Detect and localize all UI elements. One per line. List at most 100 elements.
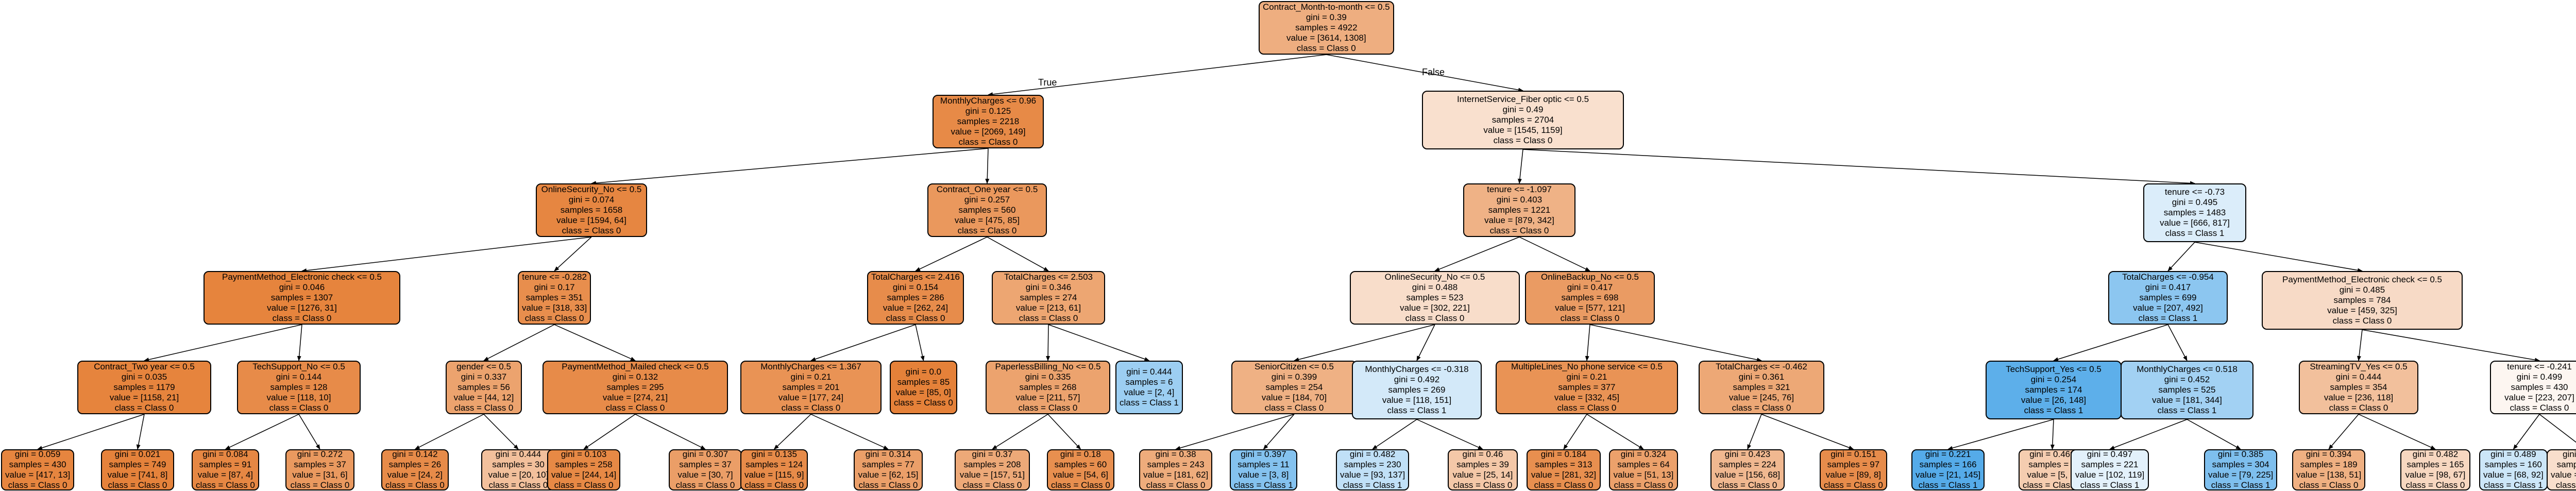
tree-edge-n23-n43 <box>1175 414 1295 450</box>
tree-edge-n11-n23 <box>1294 324 1435 362</box>
tree-edge-n28-n53 <box>2109 419 2188 450</box>
tree-node-text: gini = 0.337 <box>461 372 507 382</box>
tree-node-text: samples = 2704 <box>1492 115 1554 125</box>
tree-node-text: samples = 224 <box>1719 460 1776 469</box>
tree-node-text: class = Class 0 <box>781 403 841 413</box>
tree-edge-n18-n37 <box>583 414 636 450</box>
tree-node-text: value = [281, 32] <box>1531 470 1597 480</box>
tree-node-text: gini = 0.346 <box>1025 282 1072 292</box>
tree-node-text: class = Class 0 <box>488 480 548 490</box>
tree-edge-n4-n10 <box>987 236 1049 272</box>
tree-node-text: gini = 0.495 <box>2172 197 2218 207</box>
tree-node-text: samples = 166 <box>1919 460 1977 469</box>
tree-node-text: TechSupport_No <= 0.5 <box>252 362 345 371</box>
tree-node-text: gini = 0.489 <box>2490 449 2536 459</box>
tree-node-text: value = [577, 121] <box>1555 303 1625 313</box>
tree-node-text: value = [115, 9] <box>744 470 804 480</box>
tree-node-text: value = [98, 67] <box>2405 470 2466 480</box>
tree-node-text: class = Class 1 <box>1234 480 1293 490</box>
tree-edge-n2-n6 <box>1522 149 2195 185</box>
tree-node-text: class = Class 0 <box>1453 480 1513 490</box>
tree-node-text: class = Class 0 <box>290 480 350 490</box>
tree-edge-n21-n41 <box>992 414 1048 450</box>
tree-edge-n26-n50 <box>1761 414 1854 450</box>
tree-edge-n9-n20 <box>915 324 925 361</box>
tree-node-text: samples = 698 <box>1561 293 1619 302</box>
tree-node-text: samples = 1221 <box>1488 205 1551 215</box>
tree-edge-n1-n4 <box>985 148 990 184</box>
tree-edge-n5-n12 <box>1519 236 1590 272</box>
tree-node-text: class = Class 0 <box>1405 313 1465 323</box>
tree-node-text: gini = 0.132 <box>612 372 658 382</box>
tree-node-text: samples = 268 <box>1019 382 1077 392</box>
tree-node-text: class = Class 0 <box>1296 43 1356 53</box>
tree-edge-n16-n34 <box>298 414 320 450</box>
tree-node-text: class = Class 0 <box>2299 480 2359 490</box>
tree-node-text: gini = 0.485 <box>2339 285 2385 295</box>
tree-node-text: value = [181, 62] <box>1143 470 1209 480</box>
tree-node-text: value = [155, 115] <box>2551 470 2576 480</box>
tree-node-text: class = Class 0 <box>108 480 167 490</box>
tree-node-text: value = [417, 13] <box>5 470 71 480</box>
tree-node-text: value = [118, 151] <box>1382 395 1452 405</box>
tree-node-text: value = [25, 14] <box>1452 470 1513 480</box>
tree-node-text: gini = 0.385 <box>2217 449 2264 459</box>
tree-edge-n29-n56 <box>2358 414 2436 450</box>
tree-edge-n17-n35 <box>414 414 484 450</box>
tree-node-text: gini = 0.142 <box>392 449 438 459</box>
tree-node-text: samples = 165 <box>2406 460 2464 469</box>
tree-node-text: samples = 525 <box>2158 385 2216 395</box>
tree-node-text: class = Class 0 <box>1614 480 1673 490</box>
tree-node-text: samples = 523 <box>1406 293 1464 302</box>
tree-node-text: gini = 0.403 <box>1496 195 1543 205</box>
tree-node-text: samples = 26 <box>388 460 442 469</box>
tree-node-text: class = Class 1 <box>2080 480 2140 490</box>
tree-node-text: gini = 0.417 <box>1567 282 1613 292</box>
tree-node-text: samples = 56 <box>457 382 510 392</box>
tree-node-text: gini = 0.314 <box>865 449 911 459</box>
tree-node-text: gini = 0.0 <box>905 367 942 377</box>
tree-edge-n18-n38 <box>635 414 706 450</box>
tree-node-text: value = [741, 8] <box>107 470 168 480</box>
tree-node-text: samples = 230 <box>1344 460 1401 469</box>
tree-edge-n11-n24 <box>1416 324 1435 361</box>
tree-node-text: gini = 0.221 <box>1925 449 1971 459</box>
tree-node-text: gini = 0.444 <box>1126 367 1172 377</box>
tree-node-text: value = [244, 14] <box>551 470 617 480</box>
tree-node-text: gini = 0.399 <box>1271 372 1317 382</box>
tree-node-text: tenure <= -0.282 <box>522 272 587 282</box>
tree-edge-n0-n2 <box>1326 54 1523 92</box>
tree-node-text: class = Class 0 <box>605 403 665 413</box>
tree-node-text: gini = 0.144 <box>276 372 322 382</box>
tree-edge-n19-n40 <box>810 414 889 450</box>
tree-node-text: gini = 0.272 <box>297 449 343 459</box>
tree-node-text: gini = 0.21 <box>1566 372 1607 382</box>
tree-node-text: samples = 128 <box>270 382 328 392</box>
tree-node-text: samples = 1658 <box>560 205 623 215</box>
tree-node-text: samples = 2218 <box>957 116 1020 126</box>
tree-node-text: class = Class 0 <box>2329 403 2388 413</box>
tree-node-text: samples = 30 <box>492 460 545 469</box>
tree-node-text: class = Class 0 <box>272 313 332 323</box>
tree-node-text: class = Class 0 <box>744 480 804 490</box>
tree-node-text: samples = 4922 <box>1295 23 1358 32</box>
tree-node-text: MonthlyCharges <= -0.318 <box>1365 364 1469 374</box>
tree-node-text: gini = 0.482 <box>1349 449 1396 459</box>
tree-edge-n30-n58 <box>2539 414 2576 443</box>
